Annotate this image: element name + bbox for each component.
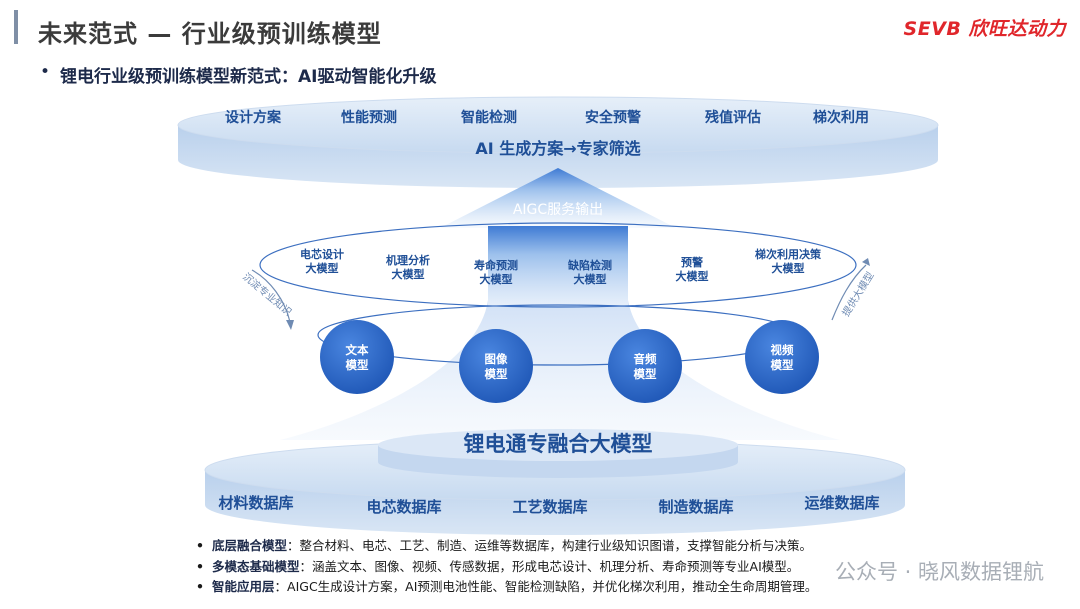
mid-item-life: 寿命预测 大模型 [474,259,518,286]
bottom-disk [204,429,906,535]
mid-item-cell-design: 电芯设计 大模型 [300,248,344,275]
watermark: 公众号 · 晓风数据锂航 [834,560,1044,584]
circle-text-model [320,320,394,394]
video-model-label: 视频 模型 [770,343,794,372]
page-title: 未来范式 — 行业级预训练模型 [38,20,382,48]
note-label: 智能应用层 [212,579,275,594]
circle-video-model [745,320,819,394]
text-model-label: 文本 模型 [345,343,369,372]
note-item: •底层融合模型：整合材料、电芯、工艺、制造、运维等数据库，构建行业级知识图谱，支… [196,538,813,553]
top-item-performance: 性能预测 [341,110,397,126]
top-disk [177,96,939,188]
audio-model-label: 音频 模型 [633,352,657,381]
bottom-title: 锂电通专融合大模型 [463,432,653,456]
right-curve-arrow [831,264,867,321]
db-materials: 材料数据库 [218,494,294,512]
brand-logo: SEVB 欣旺达动力 [903,18,1066,40]
db-operations: 运维数据库 [804,494,880,512]
upward-arrow [280,168,840,440]
mid-item-mechanism: 机理分析 大模型 [386,254,430,281]
db-process: 工艺数据库 [512,498,588,516]
mid-item-warning: 预警 大模型 [675,256,709,283]
circle-image-model [459,329,533,403]
top-item-design: 设计方案 [225,110,281,126]
mid-item-defect: 缺陷检测 大模型 [568,259,612,286]
note-item: •智能应用层：AIGC生成设计方案，AI预测电池性能、智能检测缺陷，并优化梯次利… [196,579,818,594]
left-curve-arrow [251,269,291,323]
circle-audio-model [608,329,682,403]
notes-list: •底层融合模型：整合材料、电芯、工艺、制造、运维等数据库，构建行业级知识图谱，支… [196,536,817,598]
page-subtitle: 锂电行业级预训练模型新范式：AI驱动智能化升级 [60,67,437,87]
top-item-safety: 安全预警 [585,110,641,126]
db-cells: 电芯数据库 [366,498,442,516]
note-text: ：AIGC生成设计方案，AI预测电池性能、智能检测缺陷，并优化梯次利用，推动全生… [274,579,818,594]
top-item-residual: 残值评估 [705,110,761,126]
top-item-cascade: 梯次利用 [813,110,869,126]
note-text: ：整合材料、电芯、工艺、制造、运维等数据库，构建行业级知识图谱，支撑智能分析与决… [287,538,813,553]
title-accent-bar [14,10,18,44]
note-item: •多模态基础模型：涵盖文本、图像、视频、传感数据，形成电芯设计、机理分析、寿命预… [196,558,800,574]
note-text: ：涵盖文本、图像、视频、传感数据，形成电芯设计、机理分析、寿命预测等专业AI模型… [299,558,800,574]
note-label: 底层融合模型 [212,538,288,553]
mid-item-cascade-decision: 梯次利用决策 大模型 [755,248,821,275]
top-banner: AI 生成方案→专家筛选 [475,139,641,158]
db-manufacturing: 制造数据库 [658,498,734,516]
left-curve-arrowhead [286,320,294,330]
top-item-inspection: 智能检测 [461,110,517,126]
middle-ring-outer [259,222,857,308]
image-model-label: 图像 模型 [484,352,508,381]
right-curve-arrowhead [862,258,870,266]
arrow-label: AIGC服务输出 [512,202,604,218]
note-label: 多模态基础模型 [212,558,300,574]
subtitle-bullet: • [40,62,51,82]
